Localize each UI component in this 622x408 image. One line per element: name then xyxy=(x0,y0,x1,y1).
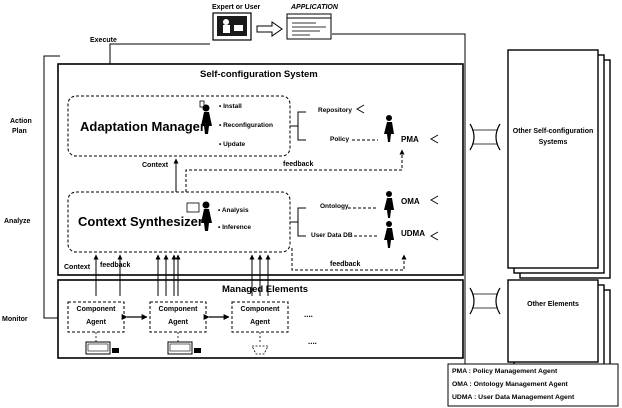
user-data-db-label: User Data DB xyxy=(311,232,353,239)
application-window-icon xyxy=(286,13,332,40)
component-agent-box-1 xyxy=(67,301,125,333)
legend-box xyxy=(447,363,619,407)
device-icon-2 xyxy=(167,332,201,355)
component-agent-2-line2: Agent xyxy=(168,319,188,326)
feedback-bottom-label: feedback xyxy=(330,261,361,268)
ellipsis-upper: .... xyxy=(304,310,313,319)
oma-agent-icon xyxy=(384,191,394,218)
synthesizer-agent-icon xyxy=(186,201,212,231)
link-symbol-elements xyxy=(469,287,501,315)
pma-label: PMA xyxy=(401,135,419,144)
device-icon-1 xyxy=(85,332,119,355)
legend-pma: PMA : Policy Management Agent xyxy=(452,368,558,375)
adaptation-agent-icon xyxy=(199,100,212,134)
ellipsis-lower: .... xyxy=(308,337,317,346)
other-elements-stack xyxy=(507,279,611,373)
udma-agent-icon xyxy=(384,221,394,248)
synthesizer-item-analysis: • Analysis xyxy=(218,207,249,214)
managed-elements-title: Managed Elements xyxy=(222,284,309,295)
execute-label: Execute xyxy=(90,37,117,44)
adaptation-item-reconfiguration: • Reconfiguration xyxy=(219,122,273,129)
context-lower-label: Context xyxy=(64,264,91,271)
adaptation-item-install: • Install xyxy=(219,103,242,110)
self-configuration-title: Self-configuration System xyxy=(200,69,318,80)
feedback-lower-label: feedback xyxy=(100,262,131,269)
other-systems-stack xyxy=(507,49,611,279)
plan-label: Plan xyxy=(12,128,27,135)
legend-oma: OMA : Ontology Management Agent xyxy=(452,381,568,388)
component-agent-1-line2: Agent xyxy=(86,319,106,326)
udma-label: UDMA xyxy=(401,229,425,238)
device-icon-3 xyxy=(251,332,269,355)
component-agent-1-line1: Component xyxy=(76,306,116,313)
oma-label: OMA xyxy=(401,197,420,206)
link-symbol-systems xyxy=(469,123,501,151)
hollow-arrow-icon xyxy=(256,21,283,37)
analyze-label: Analyze xyxy=(4,218,31,225)
component-agent-box-3 xyxy=(231,301,289,333)
component-agent-box-2 xyxy=(149,301,207,333)
component-agent-2-line1: Component xyxy=(158,306,198,313)
application-label: APPLICATION xyxy=(291,4,338,11)
adaptation-item-update: • Update xyxy=(219,141,246,148)
expert-label: Expert or User xyxy=(212,4,261,11)
ontology-label: Ontology xyxy=(320,203,349,210)
monitor-label: Monitor xyxy=(2,316,28,323)
other-systems-line2: Systems xyxy=(538,139,568,146)
component-agent-3-line1: Component xyxy=(240,306,280,313)
adaptation-manager-title: Adaptation Manager xyxy=(80,119,205,134)
feedback-upper-label: feedback xyxy=(283,161,314,168)
context-synthesizer-title: Context Synthesizer xyxy=(78,214,203,229)
synthesizer-item-inference: • Inference xyxy=(218,224,251,231)
legend-udma: UDMA : User Data Management Agent xyxy=(452,394,575,401)
other-systems-line1: Other Self-configuration xyxy=(512,128,594,135)
other-elements-label: Other Elements xyxy=(527,301,579,308)
pma-agent-icon xyxy=(384,115,394,142)
context-upper-label: Context xyxy=(142,162,169,169)
policy-label: Policy xyxy=(330,136,350,143)
action-label: Action xyxy=(10,118,32,125)
expert-workstation-icon xyxy=(212,12,252,41)
repository-label: Repository xyxy=(318,107,352,114)
component-agent-3-line2: Agent xyxy=(250,319,270,326)
